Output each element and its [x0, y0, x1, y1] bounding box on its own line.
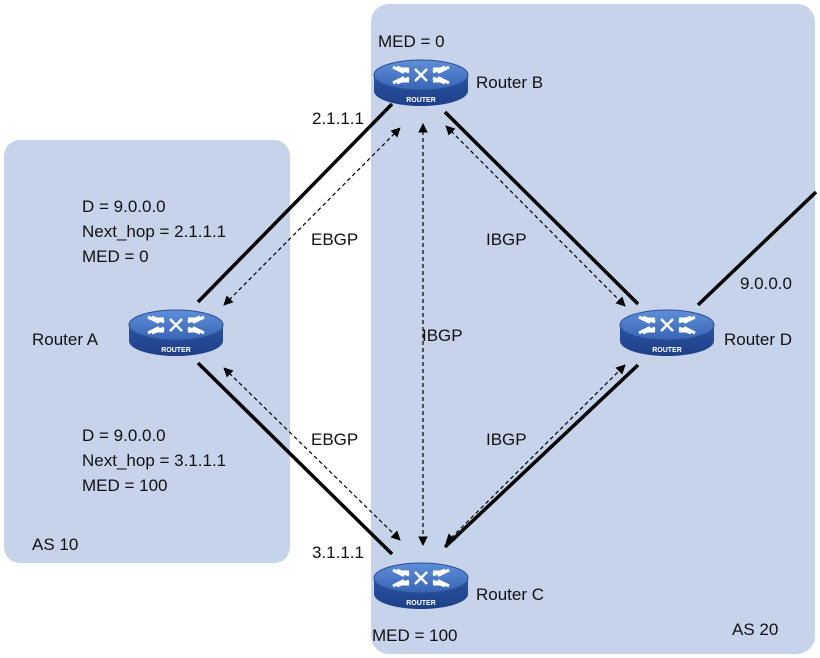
route-via-b-med: MED = 0	[82, 247, 149, 266]
session-a-c-label: EBGP	[311, 430, 358, 449]
network-address: 9.0.0.0	[740, 274, 792, 293]
as20-label: AS 20	[732, 620, 778, 639]
route-via-c-next-hop: Next_hop = 3.1.1.1	[82, 451, 226, 470]
router-a: ROUTER	[127, 308, 225, 358]
router-c: ROUTER	[372, 561, 470, 611]
router-a-label: Router A	[32, 330, 99, 349]
route-via-b-next-hop: Next_hop = 2.1.1.1	[82, 222, 226, 241]
session-a-c	[223, 367, 401, 541]
session-b-c-label: IBGP	[422, 326, 463, 345]
router-b-badge: ROUTER	[406, 97, 436, 104]
session-c-d	[445, 364, 626, 544]
router-c-label: Router C	[476, 585, 544, 604]
router-c-badge: ROUTER	[406, 600, 436, 607]
router-c-address: 3.1.1.1	[312, 543, 364, 562]
router-d-badge: ROUTER	[652, 347, 682, 354]
router-d-label: Router D	[724, 330, 792, 349]
route-via-c-destination: D = 9.0.0.0	[82, 426, 166, 445]
session-c-d-label: IBGP	[486, 430, 527, 449]
route-via-c-med: MED = 100	[82, 476, 168, 495]
router-b-address: 2.1.1.1	[312, 109, 364, 128]
router-b-label: Router B	[476, 73, 543, 92]
med-b-label: MED = 0	[378, 32, 445, 51]
router-d: ROUTER	[618, 308, 716, 358]
router-b: ROUTER	[372, 58, 470, 108]
session-a-b-label: EBGP	[311, 230, 358, 249]
session-b-d-label: IBGP	[486, 230, 527, 249]
as10-label: AS 10	[32, 535, 78, 554]
med-c-label: MED = 100	[372, 626, 458, 645]
link-d-external	[696, 190, 818, 307]
session-b-d	[445, 125, 626, 307]
route-via-b-destination: D = 9.0.0.0	[82, 197, 166, 216]
router-a-badge: ROUTER	[161, 347, 191, 354]
